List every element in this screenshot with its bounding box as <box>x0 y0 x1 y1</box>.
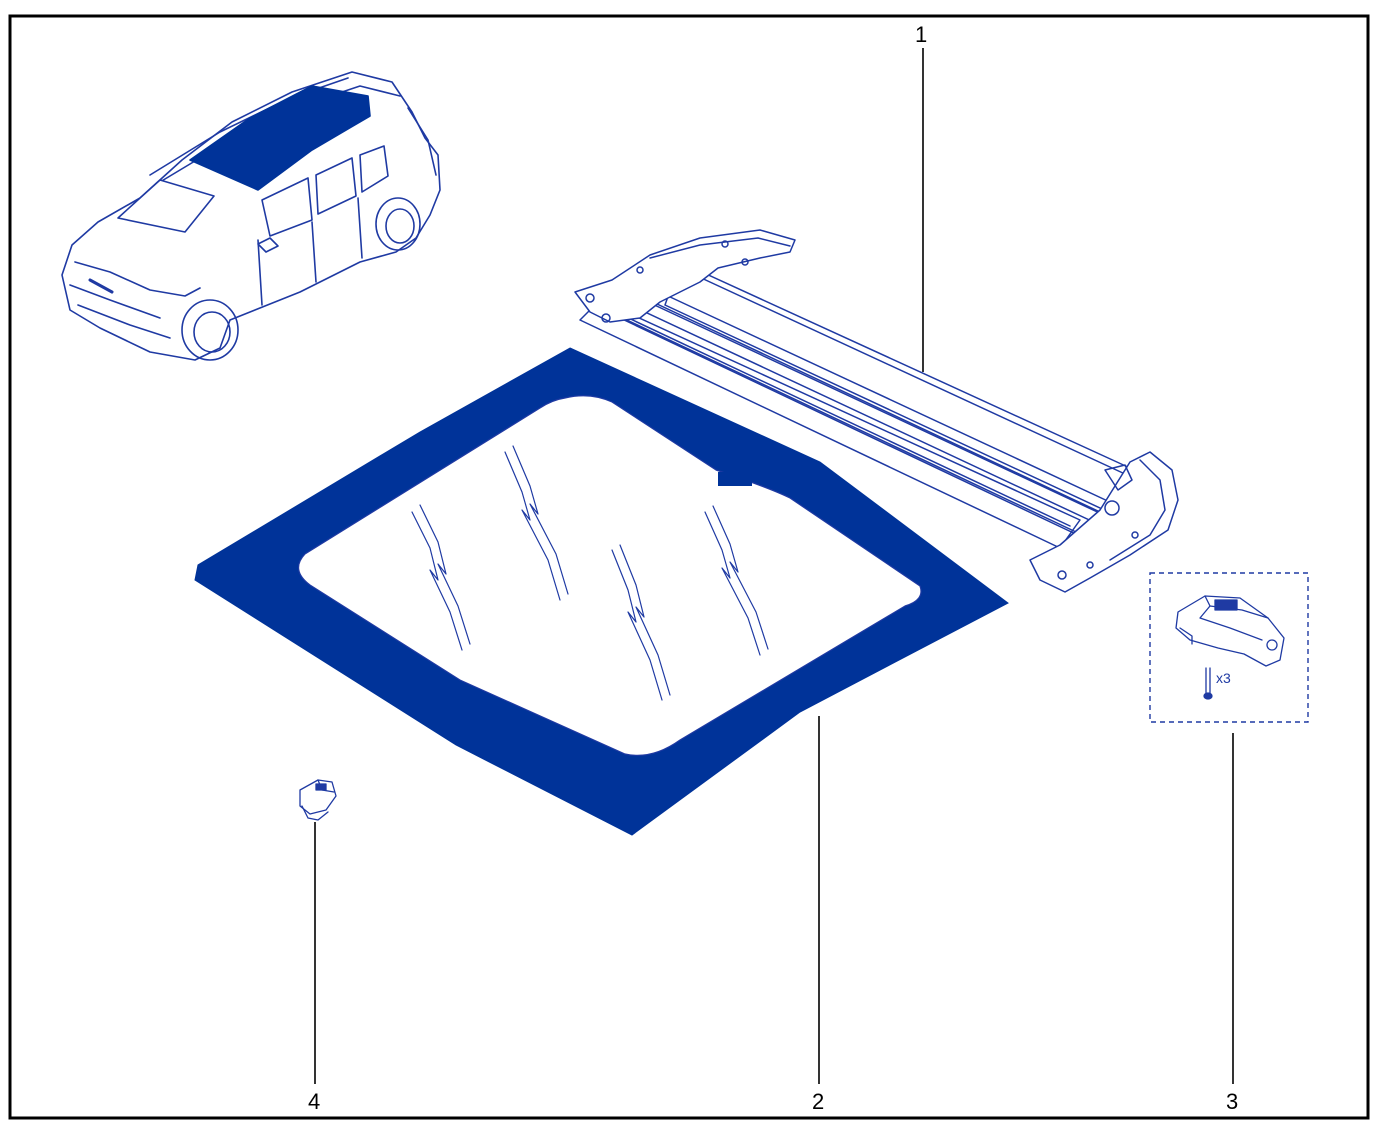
switch-icon <box>299 779 337 821</box>
glass-panel-icon <box>194 347 1009 836</box>
vehicle-overview-icon <box>61 71 441 361</box>
motor-screw-quantity: x3 <box>1216 670 1231 686</box>
callout-2: 2 <box>812 1089 824 1114</box>
vehicle-sunroof-highlight <box>189 85 371 191</box>
blind-mechanism-icon <box>574 229 1179 593</box>
motor-icon <box>1175 595 1285 667</box>
callout-3: 3 <box>1226 1089 1238 1114</box>
callout-4: 4 <box>308 1089 320 1114</box>
diagram-frame <box>8 14 1370 1120</box>
callout-1: 1 <box>915 22 927 47</box>
screw-icon <box>1203 667 1213 700</box>
